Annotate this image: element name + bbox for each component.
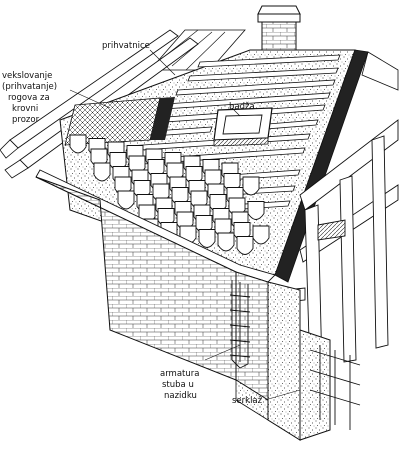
- roof-hatch-badza: [213, 107, 273, 147]
- label-badza: badža: [229, 102, 255, 112]
- label-prihvatnice: prihvatnice: [102, 41, 150, 51]
- roof-tile: [242, 176, 260, 196]
- roof-tile: [236, 236, 254, 255]
- label-vekslovanje-5: prozor: [12, 115, 40, 125]
- roof-tile: [93, 162, 111, 182]
- ring-beam: [267, 281, 361, 441]
- label-armatura-1: armatura: [160, 369, 199, 379]
- roof-tile: [198, 229, 216, 248]
- roof-tile: [217, 232, 235, 252]
- roof-tile: [69, 134, 87, 154]
- label-armatura-2: stuba u: [162, 380, 194, 390]
- label-vekslovanje-4: krovni: [12, 104, 38, 114]
- roof-tile: [117, 190, 135, 210]
- label-armatura-3: nazidku: [164, 391, 197, 401]
- roof-tile: [252, 225, 270, 245]
- chimney: [257, 5, 301, 53]
- label-vekslovanje-1: vekslovanje: [2, 71, 52, 81]
- counter-battens: [64, 97, 175, 146]
- labels: prihvatnice vekslovanje (prihvatanje) ro…: [2, 41, 263, 406]
- label-serklaz: serklaž: [232, 396, 263, 406]
- label-vekslovanje-2: (prihvatanje): [2, 82, 57, 92]
- side-frame: [269, 119, 399, 373]
- label-vekslovanje-3: rogova za: [8, 93, 50, 103]
- column-reinforcement: [229, 280, 251, 369]
- leader-lines: [69, 49, 301, 401]
- roof-tile: [247, 201, 265, 220]
